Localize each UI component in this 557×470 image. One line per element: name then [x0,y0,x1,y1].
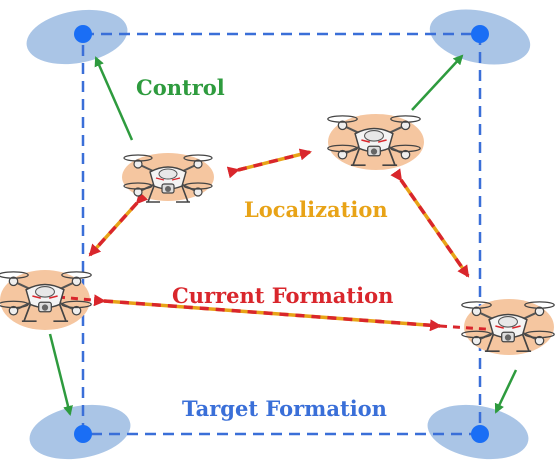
target-formation-square [81,32,482,436]
target-point-icon [471,425,489,443]
control-label: Control [136,75,225,100]
target-formation-label: Target Formation [182,396,387,421]
control-arrows [48,54,518,416]
target-point-icon [74,425,92,443]
current-formation-links [57,148,501,332]
localization-label: Localization [244,197,388,222]
current-formation-label: Current Formation [172,283,394,308]
target-nodes [74,25,489,443]
target-point-icon [74,25,92,43]
target-point-icon [471,25,489,43]
